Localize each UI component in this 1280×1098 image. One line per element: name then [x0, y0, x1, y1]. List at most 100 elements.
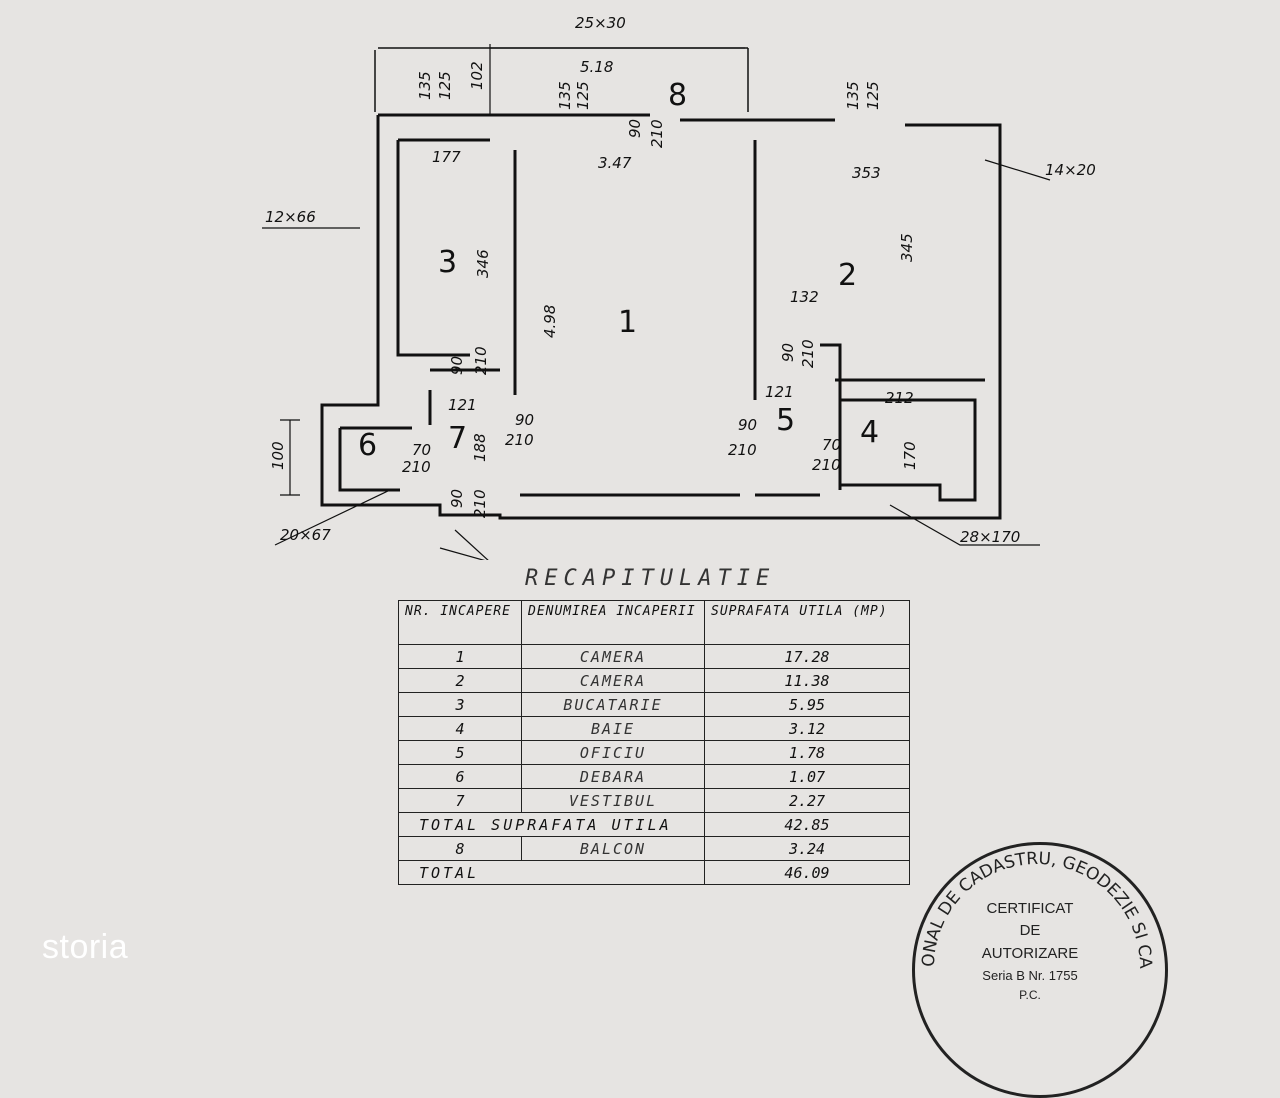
dim-label: 70: [412, 441, 431, 459]
stamp-de: DE: [1019, 922, 1041, 939]
cell-nr: 1: [398, 644, 522, 669]
dim-label: 90: [448, 489, 466, 508]
room-number-8: 8: [668, 78, 687, 113]
recap-table: NR. INCAPERE DENUMIREA INCAPERII SUPRAFA…: [398, 600, 910, 885]
stamp-certificate: CERTIFICAT: [986, 900, 1074, 917]
dim-line-bottom-right: [889, 504, 1040, 546]
room-number-7: 7: [448, 421, 467, 456]
dim-label: 102: [468, 61, 486, 90]
cell-name: BUCATARIE: [521, 692, 705, 717]
cell-area: 3.24: [704, 836, 910, 861]
dim-line-bottom-left: [274, 489, 391, 546]
wall-outer: [320, 115, 1002, 520]
cell-area: 11.38: [704, 668, 910, 693]
dim-label: 90: [448, 356, 466, 375]
dim-line-100: [280, 419, 300, 496]
dim-label: 28×170: [960, 528, 1020, 546]
dim-label: 121: [765, 383, 794, 401]
cell-total: 46.09: [704, 860, 910, 885]
cell-nr: 2: [398, 668, 522, 693]
cell-name: OFICIU: [521, 740, 705, 765]
dim-label: 210: [728, 441, 757, 459]
dim-label: 121: [448, 396, 477, 414]
dim-label: 125: [436, 71, 454, 100]
cell-nr: 5: [398, 740, 522, 765]
stamp-ring: ONAL DE CADASTRU, GEODEZIE SI CART: [912, 842, 1155, 969]
cell-nr: 4: [398, 716, 522, 741]
header-nr: NR. INCAPERE: [398, 600, 522, 645]
cell-nr: 8: [398, 836, 522, 861]
dim-label: 70: [822, 436, 841, 454]
room-number-5: 5: [776, 403, 795, 438]
cell-area: 5.95: [704, 692, 910, 717]
dim-label: 4.98: [541, 305, 559, 338]
room-number-6: 6: [358, 428, 377, 463]
wall-office: [820, 343, 842, 490]
cell-area: 1.07: [704, 764, 910, 789]
cell-area: 1.78: [704, 740, 910, 765]
dim-label: 210: [648, 119, 666, 148]
header-name: DENUMIREA INCAPERII: [521, 600, 705, 645]
wall-hall: [428, 368, 500, 425]
dim-label: 210: [505, 431, 534, 449]
cell-name: CAMERA: [521, 668, 705, 693]
dim-label: 210: [402, 458, 431, 476]
dim-label: 210: [472, 346, 490, 375]
dim-label: 135: [416, 71, 434, 100]
dim-label: 125: [574, 81, 592, 110]
dim-label: 125: [864, 81, 882, 110]
dim-label: 3.47: [598, 154, 632, 172]
cell-total-label: TOTAL: [398, 860, 705, 885]
dim-label: 14×20: [1045, 161, 1096, 179]
stamp-series: Seria B Nr. 1755: [982, 968, 1078, 983]
dim-label: 90: [779, 343, 797, 362]
storia-logo: storia: [42, 928, 129, 966]
dim-label: 353: [852, 164, 881, 182]
room-number-3: 3: [438, 245, 457, 280]
dim-label: 135: [844, 81, 862, 110]
dim-label: 210: [471, 489, 489, 518]
dim-label: 90: [738, 416, 757, 434]
stamp-authorization: AUTORIZARE: [981, 945, 1079, 962]
cell-area: 2.27: [704, 788, 910, 813]
floor-plan: 1 2 3 4 5 6 7 8 25×30 5.18 135 125 102 1…: [262, 14, 1096, 560]
wall-closet: [338, 426, 412, 492]
dim-label: 5.18: [580, 58, 613, 76]
dim-label: 210: [812, 456, 841, 474]
cell-nr: 7: [398, 788, 522, 813]
dim-line-right: [984, 159, 1051, 181]
cell-nr: 6: [398, 764, 522, 789]
stamp-pc: P.C.: [1019, 988, 1041, 1002]
cell-name: BALCON: [521, 836, 705, 861]
dim-label: 177: [432, 148, 461, 166]
cell-nr: 3: [398, 692, 522, 717]
room-number-2: 2: [838, 258, 857, 293]
dim-label: 20×67: [280, 526, 331, 544]
table-header-row: NR. INCAPERE DENUMIREA INCAPERII SUPRAFA…: [398, 600, 910, 645]
cell-total-useful: 42.85: [704, 812, 910, 837]
room-number-4: 4: [860, 415, 879, 450]
cell-total-useful-label: TOTAL SUPRAFATA UTILA: [398, 812, 705, 837]
dim-line-top: [489, 44, 745, 115]
dim-label: 135: [556, 81, 574, 110]
dim-label: 210: [799, 339, 817, 368]
recap-title: RECAPITULATIE: [525, 566, 776, 591]
dim-label: 90: [515, 411, 534, 429]
dim-label: 25×30: [575, 14, 626, 32]
cell-area: 17.28: [704, 644, 910, 669]
cell-name: CAMERA: [521, 644, 705, 669]
dim-label: 100: [269, 441, 287, 470]
dim-label: 346: [474, 249, 492, 278]
wall-bath: [840, 398, 977, 502]
dim-label: 132: [790, 288, 819, 306]
dim-label: 170: [901, 441, 919, 470]
cell-name: BAIE: [521, 716, 705, 741]
header-area: SUPRAFATA UTILA (MP): [704, 600, 910, 645]
cell-area: 3.12: [704, 716, 910, 741]
